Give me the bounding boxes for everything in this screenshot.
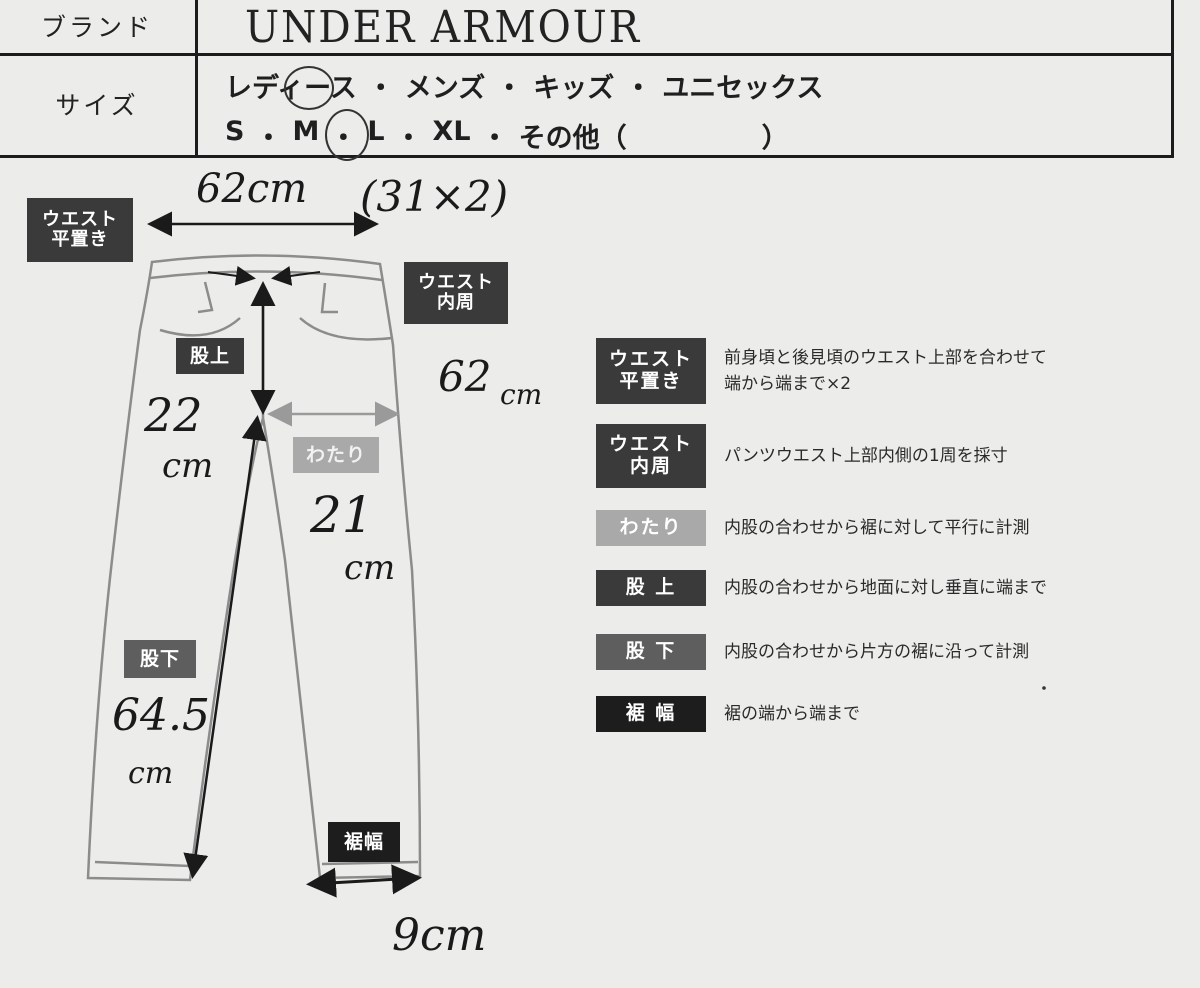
legend-description: 内股の合わせから片方の裾に沿って計測 (724, 641, 1030, 662)
handwritten-thigh-unit: cm (344, 548, 396, 588)
separator: ・ (395, 123, 423, 154)
badge-waist-flat: ウエスト 平置き (27, 198, 133, 262)
legend-description: 内股の合わせから裾に対して平行に計測 (724, 517, 1030, 538)
legend-badge: 裾 幅 (596, 696, 706, 732)
legend-badge: ウエスト 内周 (596, 424, 706, 488)
legend-row-rise: 股 上 内股の合わせから地面に対し垂直に端まで (596, 570, 1047, 606)
handwritten-inseam-unit: cm (128, 756, 174, 791)
legend-badge: ウエスト 平置き (596, 338, 706, 404)
handwritten-inseam-number: 64.5 (112, 690, 210, 741)
header-table: ブランド サイズ UNDER ARMOUR レディース ・ メンズ ・ キッズ … (0, 0, 1174, 161)
legend-description: 裾の端から端まで (724, 703, 860, 724)
legend-row-thigh: わたり 内股の合わせから裾に対して平行に計測 (596, 510, 1030, 546)
option-size-l: L (367, 116, 385, 147)
handwritten-hem: 9cm (392, 910, 487, 961)
separator: ・ (624, 73, 652, 104)
badge-rise: 股上 (176, 338, 244, 374)
legend-row-waist-inner: ウエスト 内周 パンツウエスト上部内側の1周を採寸 (596, 424, 1008, 488)
speck (1042, 686, 1046, 690)
brand-value: UNDER ARMOUR (245, 2, 641, 53)
option-kids: キッズ (533, 73, 615, 104)
size-label: サイズ (55, 91, 139, 120)
waist-inner-arrow-left (207, 265, 256, 286)
legend-description: パンツウエスト上部内側の1周を採寸 (724, 445, 1008, 466)
handwritten-waist-flat: 62cm (196, 166, 308, 212)
legend-badge: 股 上 (596, 570, 706, 606)
option-size-s: S (225, 116, 245, 147)
handwritten-waist-inner-unit: cm (500, 378, 543, 411)
option-ladies: レディース (225, 73, 357, 104)
legend-description: 内股の合わせから地面に対し垂直に端まで (724, 577, 1047, 598)
brand-label: ブランド (40, 13, 153, 42)
legend-badge: 股 下 (596, 634, 706, 670)
table-divider-vertical (195, 0, 198, 155)
handwritten-waist-flat-calc: (31×2) (360, 172, 509, 221)
size-options: S ・ M ・ L ・ XL ・ その他（ ） (225, 116, 789, 155)
separator: ・ (367, 73, 395, 104)
handwritten-waist-inner-number: 62 (438, 352, 492, 401)
separator: ・ (329, 123, 357, 154)
option-mens: メンズ (404, 73, 486, 104)
option-size-m: M (292, 116, 320, 147)
handwritten-rise-unit: cm (162, 446, 214, 486)
legend-row-inseam: 股 下 内股の合わせから片方の裾に沿って計測 (596, 634, 1029, 670)
option-size-other: その他（ ） (518, 123, 789, 154)
badge-inseam: 股下 (124, 640, 196, 678)
separator: ・ (495, 73, 523, 104)
separator: ・ (254, 123, 282, 154)
legend-row-hem: 裾 幅 裾の端から端まで (596, 696, 860, 732)
badge-waist-inner: ウエスト 内周 (404, 262, 508, 324)
inseam-arrow (183, 415, 267, 879)
gender-options: レディース ・ メンズ ・ キッズ ・ ユニセックス (225, 66, 823, 105)
badge-hem: 裾幅 (328, 822, 400, 862)
separator: ・ (481, 123, 509, 154)
hem-arrow (306, 864, 422, 898)
option-size-xl: XL (432, 116, 471, 147)
waist-inner-arrow-right (271, 265, 321, 286)
legend-badge: わたり (596, 510, 706, 546)
handwritten-thigh-number: 21 (310, 486, 374, 544)
option-unisex: ユニセックス (662, 73, 824, 104)
legend-row-waist-flat: ウエスト 平置き 前身頃と後見頃のウエスト上部を合わせて 端から端まで×2 (596, 338, 1047, 404)
table-divider-horizontal (0, 53, 1171, 56)
badge-thigh: わたり (293, 437, 379, 473)
legend-description: 前身頃と後見頃のウエスト上部を合わせて 端から端まで×2 (724, 347, 1047, 394)
handwritten-rise-number: 22 (144, 388, 203, 442)
